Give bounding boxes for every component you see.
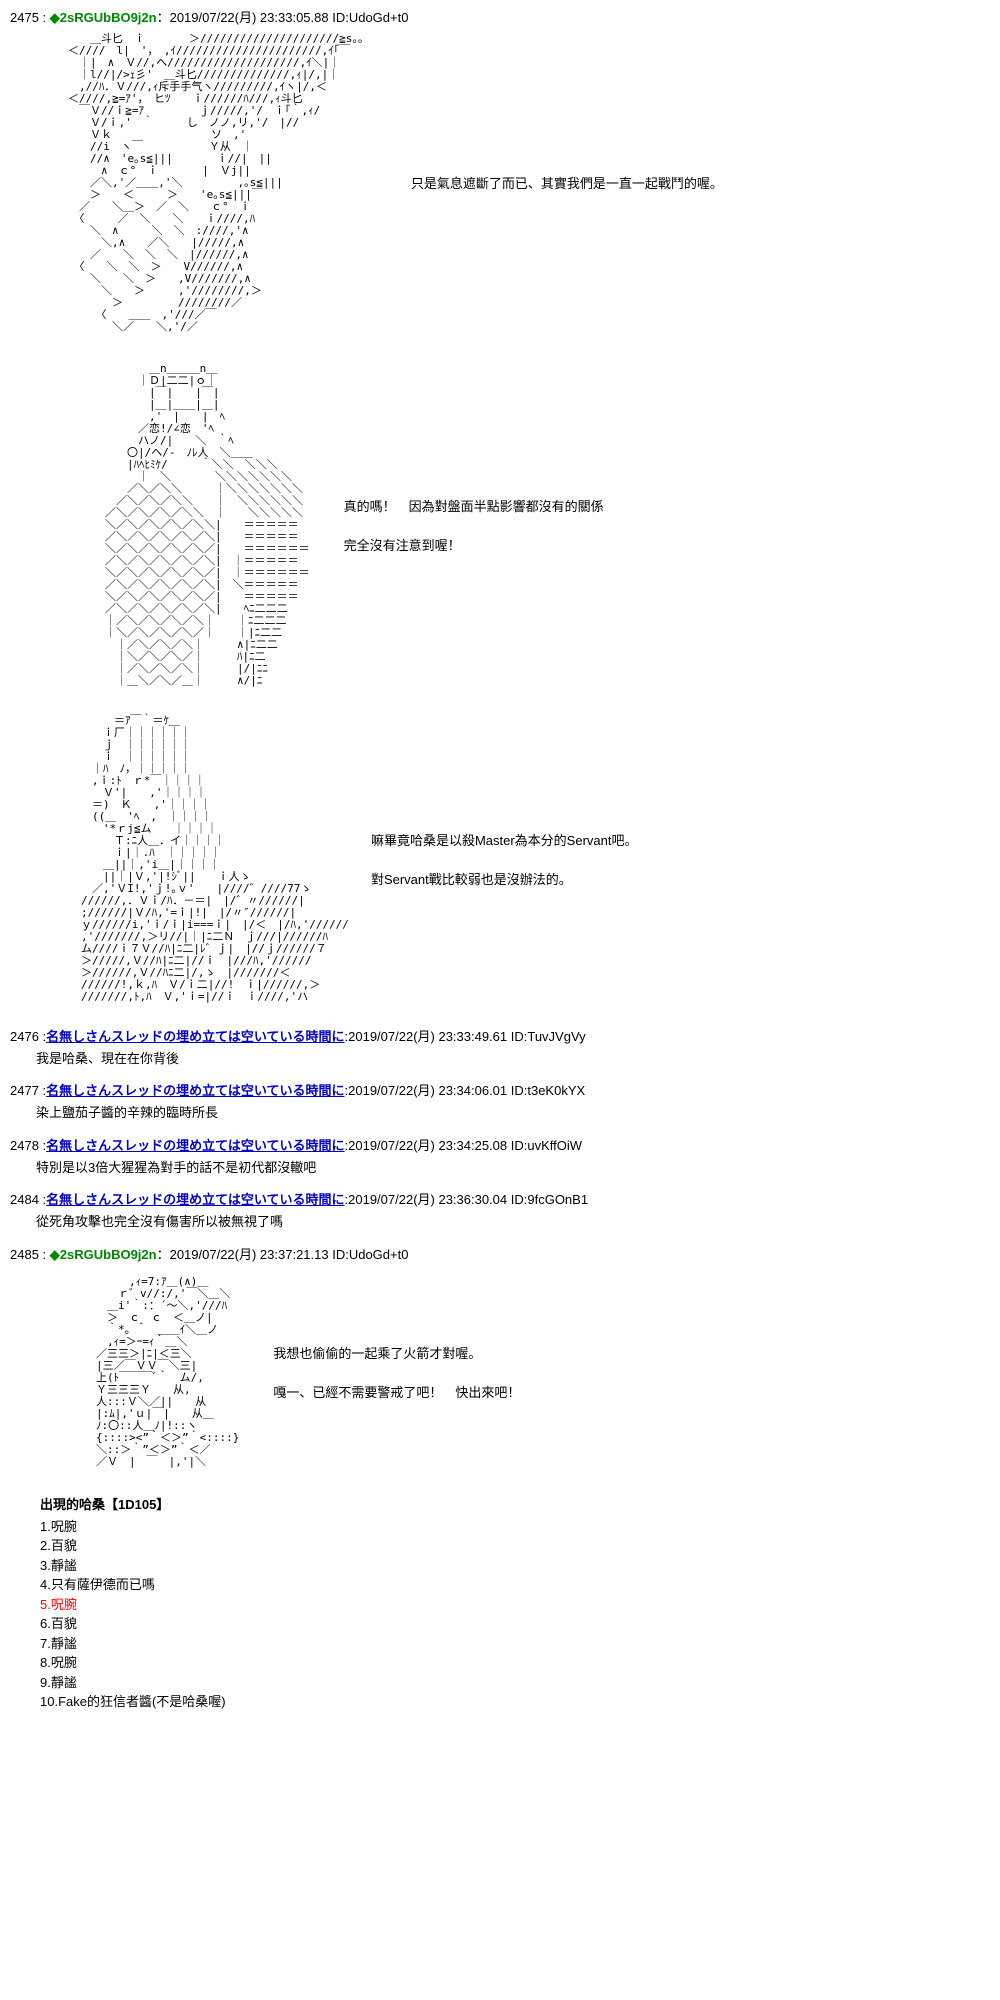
tripcode-label: ◆2sRGUbBO9j2n [49,1246,157,1262]
section-aa4: ,ｨ=7:ｱ＿(∧)＿ ｒ゛v//:/,'￣＼＿＼ ＿i'｀:：´～＼,'///… [10,1274,990,1468]
roll-item: 10.Fake的狂信者醬(不是哈桑喔) [40,1694,226,1710]
poster-name-link[interactable]: 名無しさんスレッドの埋め立ては空いている時間に [46,1192,345,1208]
post-header-2477: 2477 :名無しさんスレッドの埋め立ては空いている時間に:2019/07/22… [10,1083,990,1100]
poster-name-link[interactable]: 名無しさんスレッドの埋め立ては空いている時間に [46,1028,345,1044]
post-2477: 2477 :名無しさんスレッドの埋め立ては空いている時間に:2019/07/22… [10,1083,990,1121]
post-number: 2477 : [10,1083,47,1099]
roll-item: 9.靜謐 [40,1674,77,1690]
post-header-2484: 2484 :名無しさんスレッドの埋め立ては空いている時間に:2019/07/22… [10,1192,990,1209]
post-header-2475: 2475 : ◆2sRGUbBO9j2n：2019/07/22(月) 23:33… [10,10,990,27]
post-body: 染上鹽茄子醬的辛辣的臨時所長 [36,1105,219,1121]
post-number: 2476 : [10,1028,47,1044]
dialogue-line: 嘛畢竟哈桑是以殺Master為本分的Servant吧。 [370,832,638,848]
dialogue-line: 只是氣息遮斷了而已、其實我們是一直一起戰鬥的喔。 [410,176,723,192]
poster-name-link[interactable]: 名無しさんスレッドの埋め立ては空いている時間に [46,1083,345,1099]
dialogue-block-2: 真的嗎！ 因為對盤面半點影響都沒有的關係 完全沒有注意到喔！ [344,496,604,554]
post-meta: ：2019/07/22(月) 23:37:21.13 ID:UdoGd+t0 [156,1246,409,1262]
post-body: 我是哈桑、現在在你背後 [36,1050,180,1066]
section-aa1: ＿斗匕 ｉ ＞/////////////////////≧s。。 ＜//// l… [10,31,990,333]
post-body: 特別是以3倍大猩猩為對手的話不是初代都沒轍吧 [36,1159,317,1175]
post-2484: 2484 :名無しさんスレッドの埋め立ては空いている時間に:2019/07/22… [10,1192,990,1230]
roll-title: 出現的哈桑【1D105】 [40,1496,170,1512]
post-header-2476: 2476 :名無しさんスレッドの埋め立ては空いている時間に:2019/07/22… [10,1029,990,1046]
post-meta: :2019/07/22(月) 23:36:30.04 ID:9fcGOnB1 [344,1192,589,1208]
dialogue-line: 完全沒有注意到喔！ [343,537,461,553]
post-meta: :2019/07/22(月) 23:34:06.01 ID:t3eK0kYX [344,1083,586,1099]
post-number: 2475 : [10,10,47,25]
tripcode-label: ◆2sRGUbBO9j2n [49,10,157,25]
roll-item-highlighted: 5.呪腕 [40,1596,77,1612]
post-header-2478: 2478 :名無しさんスレッドの埋め立ては空いている時間に:2019/07/22… [10,1138,990,1155]
ascii-art-character-4: ,ｨ=7:ｱ＿(∧)＿ ｒ゛v//:/,'￣＼＿＼ ＿i'｀:：´～＼,'///… [95,1274,240,1468]
dialogue-block-1: 只是氣息遮斷了而已、其實我們是一直一起戰鬥的喔。 [411,173,723,192]
ascii-art-character-3: ＝ｱ￣｀＝ｹ＿ ｉ厂｜｜｜｜｜｜ ｊ ｜｜｜｜｜｜ ｉ ｜｜｜｜｜｜ ｜ﾊ ﾉ，… [80,713,349,1003]
roll-item: 7.靜謐 [40,1635,77,1651]
roll-item: 1.呪腕 [40,1518,77,1534]
dialogue-block-3: 嘛畢竟哈桑是以殺Master為本分的Servant吧。 對Servant戰比較弱… [371,830,638,888]
post-2485: 2485 : ◆2sRGUbBO9j2n：2019/07/22(月) 23:37… [10,1247,990,1712]
ascii-art-character-1: ＿斗匕 ｉ ＞/////////////////////≧s。。 ＜//// l… [68,31,369,333]
post-number: 2484 : [10,1192,47,1208]
section-aa3: ＝ｱ￣｀＝ｹ＿ ｉ厂｜｜｜｜｜｜ ｊ ｜｜｜｜｜｜ ｉ ｜｜｜｜｜｜ ｜ﾊ ﾉ，… [10,713,990,1003]
post-meta: :2019/07/22(月) 23:33:49.61 ID:TuvJVgVy [344,1028,586,1044]
dialogue-line: 對Servant戰比較弱也是沒辦法的。 [370,871,572,887]
dialogue-line: 我想也偷偷的一起乘了火箭才對喔。 [273,1345,482,1361]
post-2475: 2475 : ◆2sRGUbBO9j2n：2019/07/22(月) 23:33… [10,10,990,1003]
post-number: 2485 : [10,1246,47,1262]
roll-item: 4.只有薩伊德而已嗎 [40,1577,155,1593]
dialogue-block-4: 我想也偷偷的一起乘了火箭才對喔。 嘎一、已經不需要警戒了吧！ 快出來吧！ [273,1343,520,1401]
roll-item: 6.百貌 [40,1616,77,1632]
post-meta: ：2019/07/22(月) 23:33:05.88 ID:UdoGd+t0 [156,10,409,25]
post-meta: :2019/07/22(月) 23:34:25.08 ID:uvKffOiW [344,1137,583,1153]
roll-item: 2.百貌 [40,1538,77,1554]
poster-name-link[interactable]: 名無しさんスレッドの埋め立ては空いている時間に [46,1137,345,1153]
roll-item: 8.呪腕 [40,1655,77,1671]
post-body: 從死角攻擊也完全沒有傷害所以被無視了嗎 [36,1214,284,1230]
roll-item: 3.靜謐 [40,1557,77,1573]
dice-roll-list: 出現的哈桑【1D105】 1.呪腕 2.百貌 3.靜謐 4.只有薩伊德而已嗎 5… [40,1494,990,1712]
post-header-2485: 2485 : ◆2sRGUbBO9j2n：2019/07/22(月) 23:37… [10,1247,990,1264]
dialogue-line: 真的嗎！ 因為對盤面半點影響都沒有的關係 [343,498,604,514]
dialogue-line: 嘎一、已經不需要警戒了吧！ 快出來吧！ [273,1384,521,1400]
section-aa2: ＿n＿＿＿n＿ ｜Ｄ|二二|ｏ｜ |￣| |￣| |＿|＿＿|＿| ,' | |… [10,361,990,687]
post-2476: 2476 :名無しさんスレッドの埋め立ては空いている時間に:2019/07/22… [10,1029,990,1067]
post-2478: 2478 :名無しさんスレッドの埋め立ては空いている時間に:2019/07/22… [10,1138,990,1176]
ascii-art-character-2: ＿n＿＿＿n＿ ｜Ｄ|二二|ｏ｜ |￣| |￣| |＿|＿＿|＿| ,' | |… [104,361,310,687]
post-number: 2478 : [10,1137,47,1153]
